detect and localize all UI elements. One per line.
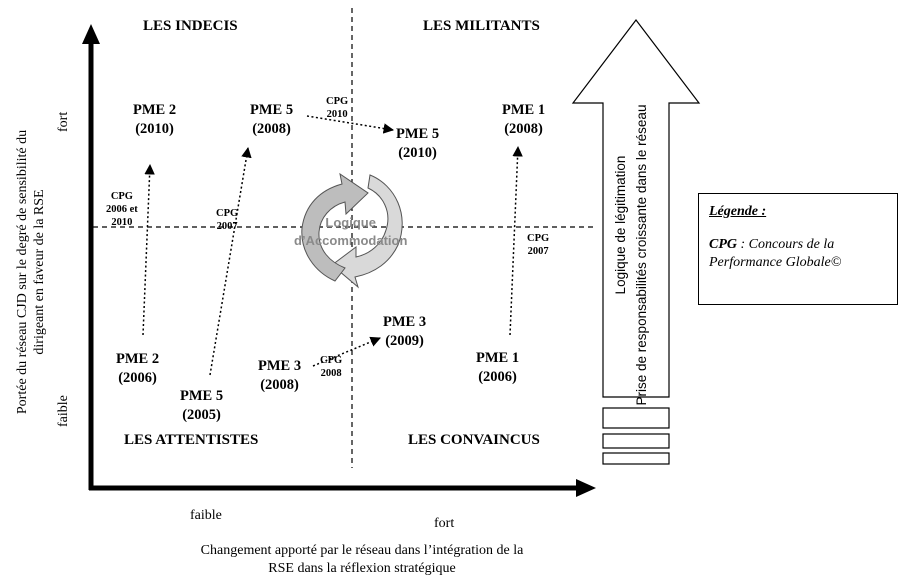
pme5-2010-label: PME 5(2010) (396, 126, 440, 161)
pme3-2008-label: PME 3(2008) (258, 358, 302, 393)
accommodation-cycle-icon (301, 172, 403, 289)
pme5-2008-label: PME 5(2008) (250, 102, 294, 137)
quadrant-indecis: LES INDECIS (143, 18, 238, 34)
legend-title: Légende : (709, 204, 767, 219)
quadrant-convaincus: LES CONVAINCUS (408, 432, 540, 448)
legend-definition: CPG : Concours de la Performance Globale… (709, 237, 842, 270)
trajectory-pme2 (142, 163, 155, 336)
pme3-2009-label: PME 3(2009) (383, 314, 427, 349)
quadrant-militants: LES MILITANTS (423, 18, 540, 34)
x-axis-title: Changement apporté par le réseau dans l’… (200, 543, 524, 576)
trajectory-pme5-early (209, 146, 252, 376)
x-axis (89, 479, 596, 497)
trajectory-pme5-late (306, 115, 395, 134)
y-axis (82, 24, 100, 490)
pme1-2008-label: PME 1(2008) (502, 102, 546, 137)
trajectory-pme1 (509, 145, 523, 336)
legend-box: Légende : CPG : Concours de la Performan… (698, 193, 898, 305)
x-axis-low-label: faible (190, 508, 222, 523)
quadrant-attentistes: LES ATTENTISTES (124, 432, 259, 448)
pme2-2010-label: PME 2(2010) (133, 102, 177, 137)
pme5-2005-label: PME 5(2005) (180, 388, 224, 423)
x-axis-high-label: fort (434, 516, 455, 531)
trajectory-pme3 (312, 336, 381, 367)
pme2-2006-label: PME 2(2006) (116, 351, 160, 386)
legitimation-arrow (571, 19, 701, 465)
pme1-2006-label: PME 1(2006) (476, 350, 520, 385)
